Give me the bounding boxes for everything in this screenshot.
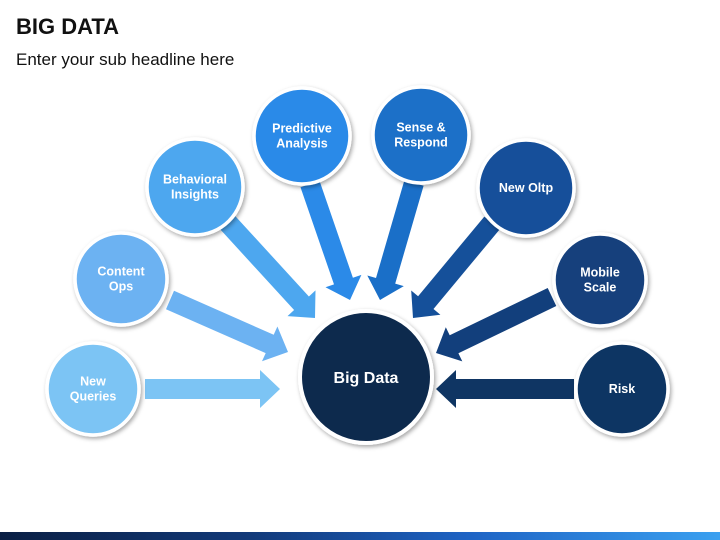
page-subtitle: Enter your sub headline here	[16, 50, 235, 69]
page-title: BIG DATA	[16, 14, 120, 39]
content-ops-label-line: Ops	[109, 280, 133, 294]
risk-circle	[574, 341, 670, 437]
new-oltp-circle	[476, 138, 576, 238]
center-circle	[298, 309, 434, 445]
behavioral-insights-label-line: Behavioral	[163, 173, 227, 187]
node-risk: Risk	[574, 341, 670, 437]
risk-label-line: Risk	[609, 382, 635, 396]
sense-respond-label-line: Sense &	[396, 121, 445, 135]
sense-respond-arrow	[367, 180, 424, 300]
behavioral-insights-arrow	[220, 216, 316, 318]
node-new-oltp: New Oltp	[476, 138, 576, 238]
sense-respond-circle	[371, 85, 471, 185]
predictive-analysis-circle	[252, 86, 352, 186]
arrows-layer	[145, 180, 574, 408]
footer-accent-bar	[0, 532, 720, 540]
center-node: Big Data	[298, 309, 434, 445]
new-queries-arrow	[145, 370, 280, 408]
mobile-scale-label-line: Scale	[584, 281, 617, 295]
behavioral-insights-circle	[145, 137, 245, 237]
new-oltp-label-line: New Oltp	[499, 181, 554, 195]
content-ops-label-line: Content	[97, 265, 145, 279]
content-ops-arrow	[166, 290, 288, 362]
mobile-scale-arrow	[436, 288, 557, 362]
center-label: Big Data	[334, 370, 399, 387]
content-ops-circle	[73, 231, 169, 327]
predictive-analysis-label-line: Analysis	[276, 137, 327, 151]
predictive-analysis-arrow	[300, 180, 362, 300]
predictive-analysis-label-line: Predictive	[272, 122, 332, 136]
mobile-scale-circle	[552, 232, 648, 328]
node-sense-respond: Sense &Respond	[371, 85, 471, 185]
new-queries-label-line: Queries	[70, 390, 117, 404]
nodes-layer: NewQueriesContentOpsBehavioralInsightsPr…	[45, 85, 670, 437]
new-oltp-arrow	[411, 216, 500, 318]
new-queries-label-line: New	[80, 375, 106, 389]
risk-arrow	[436, 370, 574, 408]
new-queries-circle	[45, 341, 141, 437]
mobile-scale-label-line: Mobile	[580, 266, 620, 280]
behavioral-insights-label-line: Insights	[171, 188, 219, 202]
sense-respond-label-line: Respond	[394, 136, 447, 150]
